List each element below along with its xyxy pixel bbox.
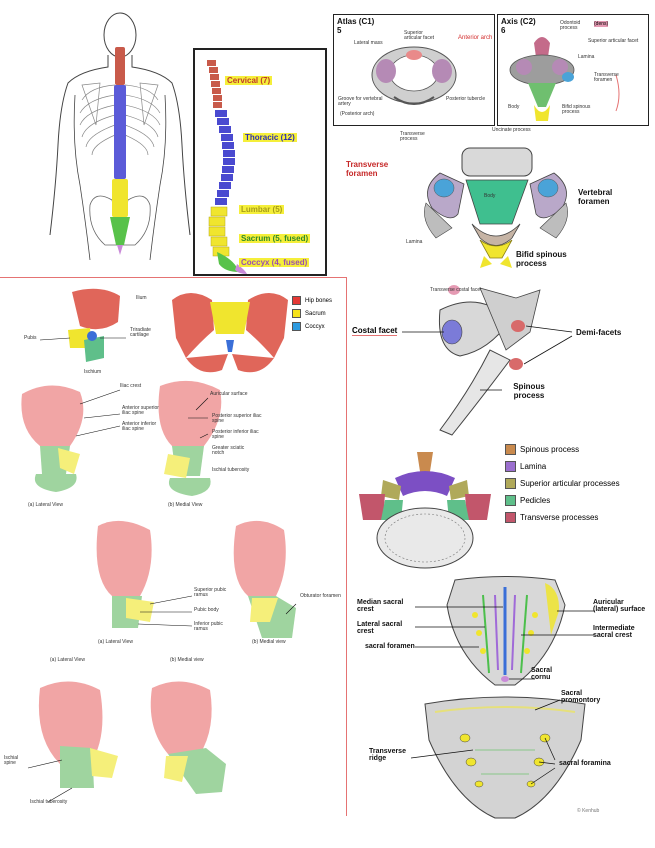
triradiate-label: Triradiate cartilage	[130, 327, 151, 339]
legend-pedicles: Pedicles	[505, 495, 550, 506]
thoracic-transverse-costal-label: Transverse costal facet	[430, 287, 482, 293]
pubic-body-label: Pubic body	[194, 607, 219, 613]
thoracic-vertebra: Transverse costal facet Costal facet Dem…	[340, 280, 640, 445]
ischium-label: Ischium	[84, 369, 102, 375]
axis-lamina-label: Lamina	[578, 54, 595, 60]
axis-body-label: Body	[508, 104, 520, 110]
axis-box: Axis (C2) 6 Odontoid process (dens) Supe…	[497, 14, 649, 126]
ischial-tuberosity-label: Ischial tuberosity	[212, 467, 250, 473]
axis-number: 6	[501, 26, 506, 35]
atlas-box: Atlas (C1) 5 Lateral mass Superior artic…	[333, 14, 495, 126]
cervical-vertebral-foramen-label: Vertebral foramen	[578, 188, 613, 206]
view-e-label: (a) Lateral View	[50, 657, 85, 663]
cervical-lamina-label: Lamina	[406, 239, 423, 245]
sup-pubic-label: Superior pubic ramus	[194, 587, 227, 599]
legend-transverse: Transverse processes	[505, 512, 598, 523]
view-a-label: (a) Lateral View	[28, 502, 63, 508]
transverse-ridge-label: Transverse ridge	[369, 748, 406, 762]
atlas-posterior-arch-label: (Posterior arch)	[340, 111, 375, 117]
auricular-hip-label: Auricular surface	[210, 391, 248, 397]
axis-dens-label: (dens)	[594, 21, 609, 27]
sacral-foramina-label: sacral foramina	[559, 760, 611, 767]
obturator-label: Obturator foramen	[300, 593, 341, 599]
ant-inf-spine-label: Anterior inferior iliac spine	[122, 421, 157, 433]
axis-bifid-label: Bifid spinous process	[562, 104, 591, 116]
cervical-transverse-process-label: Transverse process	[400, 131, 425, 143]
lumbar-vertebra	[355, 450, 495, 570]
iliac-crest-label: Iliac crest	[120, 383, 142, 389]
auricular-surface-label: Auricular (lateral) surface	[593, 599, 646, 613]
view-d-label: (b) Medial view	[252, 639, 286, 645]
legend-lamina: Lamina	[505, 461, 546, 472]
median-sacral-crest-label: Median sacral crest	[357, 599, 404, 613]
sacral-cornu-label: Sacral cornu	[531, 667, 553, 681]
cervical-vertebra: Transverse process Uncinate process Tran…	[340, 127, 640, 273]
legend-sacrum: Sacrum	[292, 309, 346, 318]
atlas-number: 5	[337, 26, 342, 35]
atlas-tubercle-label: Posterior tubercle	[446, 96, 486, 102]
cervical-uncinate-label: Uncinate process	[492, 127, 531, 133]
body-figure	[20, 5, 195, 261]
legend-spinous: Spinous process	[505, 444, 579, 455]
ant-sup-spine-label: Anterior superior iliac spine	[122, 405, 159, 417]
pubis-label: Pubis	[24, 335, 37, 341]
coccyx-label: Coccyx (4, fused)	[239, 258, 310, 267]
sacral-promontory-label: Sacral promontory	[561, 690, 601, 704]
post-sup-spine-label: Posterior superior iliac spine	[212, 413, 262, 425]
hip-panel: Ilium Pubis Triradiate cartilage Ischium…	[0, 277, 347, 816]
lateral-sacral-crest-label: Lateral sacral crest	[357, 621, 403, 635]
ilium-label: Ilium	[136, 295, 147, 301]
legend-hip-bones: Hip bones	[292, 296, 346, 305]
atlas-anterior-arch-label: Anterior arch	[458, 35, 493, 41]
cervical-bifid-label: Bifid spinous process	[516, 250, 567, 268]
greater-sciatic-label: Greater sciatic notch	[212, 445, 245, 457]
legend-sup-articular: Superior articular processes	[505, 478, 620, 489]
thoracic-demi-facets-label: Demi-facets	[576, 328, 622, 337]
spine-regions-box: Cervical (7) Thoracic (12) Lumbar (5) Sa…	[193, 48, 327, 276]
thoracic-spinous-label: Spinous process	[513, 382, 545, 400]
kenhub-credit: © Kenhub	[577, 808, 600, 814]
sacrum-posterior: Median sacral crest Lateral sacral crest…	[355, 575, 650, 690]
atlas-facet-label: Superior articular facet	[404, 30, 435, 42]
view-f-label: (b) Medial view	[170, 657, 204, 663]
view-b-label: (b) Medial View	[168, 502, 203, 508]
lumbar-legend: Spinous process Lamina Superior articula…	[505, 444, 650, 534]
post-inf-spine-label: Posterior inferior iliac spine	[212, 429, 259, 441]
inf-pubic-label: Inferior pubic ramus	[194, 621, 223, 633]
sacrum-label: Sacrum (5, fused)	[239, 234, 311, 243]
cervical-label: Cervical (7)	[225, 76, 273, 85]
ischial-tub2-label: Ischial tuberosity	[30, 799, 68, 805]
thoracic-costal-facet-label: Costal facet	[352, 326, 398, 336]
thoracic-label: Thoracic (12)	[243, 133, 297, 142]
axis-odontoid-label: Odontoid process	[560, 20, 581, 32]
intermediate-crest-label: Intermediate sacral crest	[593, 625, 635, 639]
atlas-title: Atlas (C1)	[337, 17, 375, 26]
ischial-spine-label: Ischial spine	[4, 755, 19, 767]
axis-title: Axis (C2)	[501, 17, 536, 26]
cervical-transverse-foramen-label: Transverse foramen	[346, 160, 389, 178]
sacrum-anterior: Sacral promontory Transverse ridge sacra…	[355, 690, 650, 825]
view-c-label: (a) Lateral View	[98, 639, 133, 645]
legend-coccyx: Coccyx	[292, 322, 346, 331]
cervical-body-label: Body	[484, 193, 496, 199]
sacral-foramen-label: sacral foramen	[365, 643, 415, 650]
atlas-groove-label: Groove for vertebral artery	[338, 96, 383, 108]
atlas-lateral-mass-label: Lateral mass	[354, 40, 383, 46]
lumbar-label: Lumbar (5)	[239, 205, 285, 214]
axis-sup-facet-label: Superior articular facet	[588, 38, 639, 44]
axis-transverse-foramen-label: Transverse foramen	[594, 72, 619, 84]
